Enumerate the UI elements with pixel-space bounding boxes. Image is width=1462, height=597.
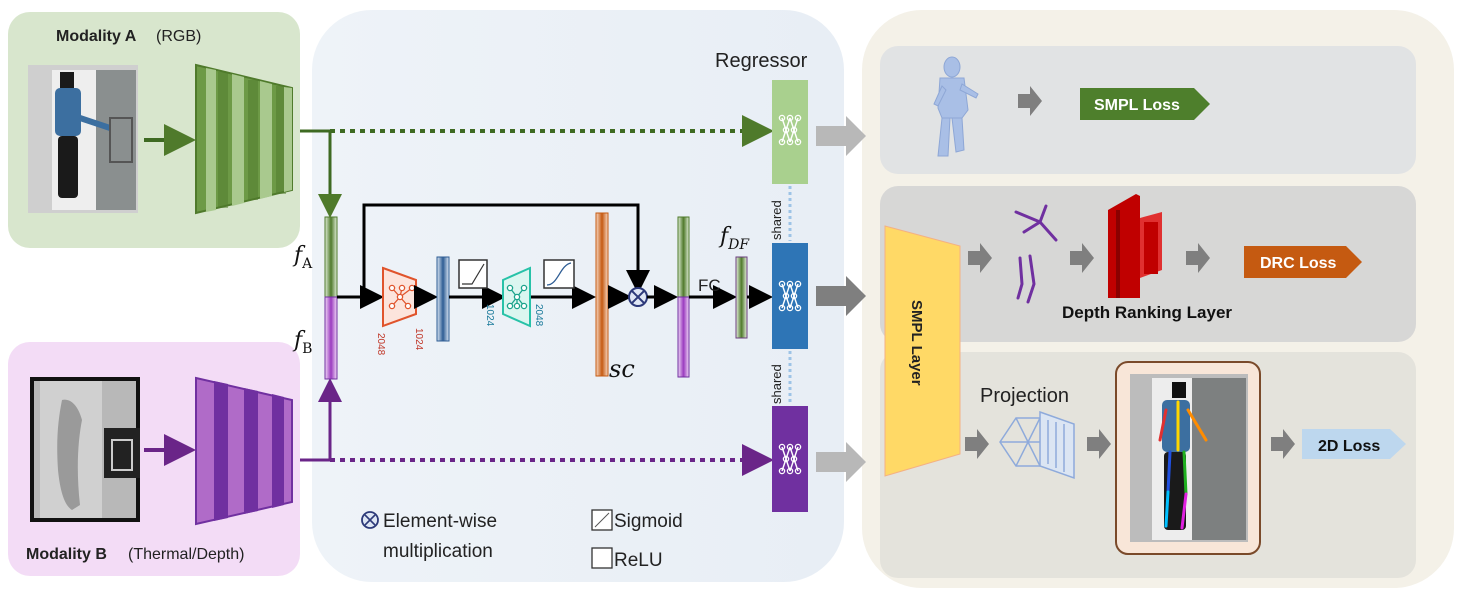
depth-ranking-block xyxy=(1108,194,1162,298)
modality-a-panel: Modality A (RGB) xyxy=(8,12,300,248)
loss-2d-tag xyxy=(1302,429,1406,459)
encoder-a xyxy=(195,63,293,215)
mlp-block-2: 1024 2048 xyxy=(484,266,544,328)
regressor-bot xyxy=(772,406,808,512)
smpl-layer-label: SMPL Layer xyxy=(908,300,925,386)
loss-2d-label: 2D Loss xyxy=(1318,438,1380,455)
regressor-title: Regressor xyxy=(715,50,808,72)
smpl-loss-label: SMPL Loss xyxy=(1094,97,1180,114)
projected-skeleton xyxy=(1158,400,1208,530)
legend: Element-wise multiplication Sigmoid ReLU xyxy=(361,509,683,571)
skeleton-pieces xyxy=(1014,204,1058,304)
mlp2-in-dim: 1024 xyxy=(484,304,495,327)
drc-loss-label: DRC Loss xyxy=(1260,255,1337,272)
hidden-bar xyxy=(436,256,450,342)
depth-ranking-label: Depth Ranking Layer xyxy=(1062,303,1232,322)
projection-image xyxy=(1115,361,1261,555)
projection-network-icon xyxy=(999,410,1075,480)
shared-label-bottom: shared xyxy=(769,364,784,404)
mlp-block-1: 2048 1024 xyxy=(375,266,424,356)
fb-bar xyxy=(324,296,338,380)
regressor-mid xyxy=(772,243,808,349)
mlp1-in-dim: 2048 xyxy=(375,333,386,356)
regressor-top xyxy=(772,80,808,184)
relu-legend-icon xyxy=(591,547,613,569)
fdf-bar xyxy=(735,256,748,339)
smpl-loss-tag xyxy=(1080,88,1210,120)
projection-label: Projection xyxy=(980,385,1069,407)
mlp2-out-dim: 2048 xyxy=(533,304,544,327)
regressor-network-icons xyxy=(778,114,802,475)
drc-loss-tag xyxy=(1244,246,1362,278)
legend-elementwise-line2: multiplication xyxy=(383,541,493,562)
smpl-layer-block xyxy=(884,225,961,477)
gray-arrows xyxy=(816,86,1295,482)
fa-bar xyxy=(324,216,338,298)
sc-label: sc xyxy=(609,355,635,383)
modality-b-title: Modality B xyxy=(26,546,107,563)
legend-elementwise-line1: Element-wise xyxy=(383,511,497,532)
fused-bar-bottom xyxy=(677,296,690,378)
rgb-image xyxy=(28,65,138,213)
regressor-network-icon-2 xyxy=(778,280,802,312)
smpl-mesh-figure xyxy=(933,56,979,157)
mlp1-out-dim: 1024 xyxy=(413,328,424,351)
shared-label-top: shared xyxy=(769,200,784,240)
depth-image xyxy=(30,377,140,522)
sigmoid-icon xyxy=(543,259,575,289)
legend-sigmoid: Sigmoid xyxy=(614,511,683,532)
sc-bar xyxy=(595,212,609,377)
modality-b-panel: Modality B (Thermal/Depth) xyxy=(8,342,300,576)
f-a-label: fA xyxy=(292,243,313,272)
regressor-network-icon-3 xyxy=(778,443,802,475)
fused-bar-top xyxy=(677,216,690,298)
multiply-legend-icon xyxy=(361,511,379,529)
multiply-node xyxy=(628,287,648,307)
legend-relu: ReLU xyxy=(614,550,663,571)
modality-b-suffix: (Thermal/Depth) xyxy=(128,546,244,563)
f-b-label: fB xyxy=(292,328,312,357)
encoder-b xyxy=(195,376,293,526)
modality-a-title: Modality A xyxy=(56,28,137,45)
regressor-network-icon-1 xyxy=(778,114,802,146)
fc-label: FC xyxy=(698,276,721,295)
modality-a-suffix: (RGB) xyxy=(156,28,201,45)
